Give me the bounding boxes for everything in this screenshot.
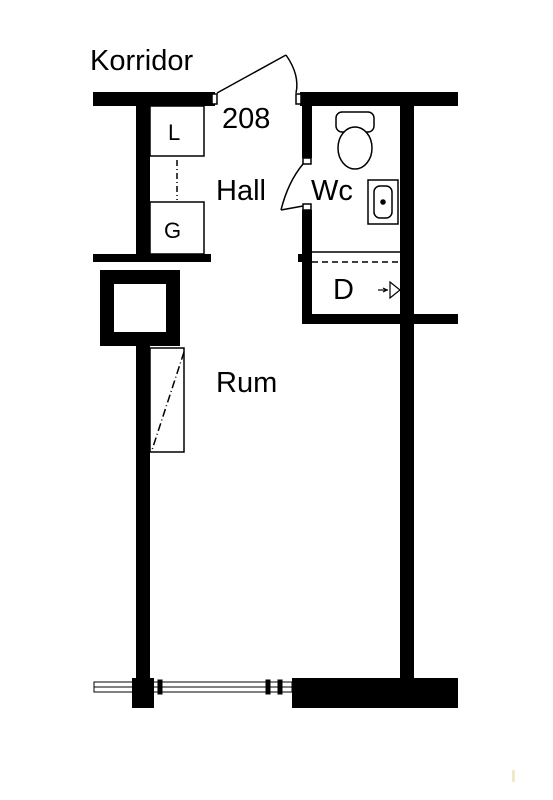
wardrobe-l-label: L: [168, 120, 180, 145]
hall-room-wall: [93, 254, 211, 262]
entrance-door: [211, 54, 302, 105]
shaft: [100, 270, 180, 346]
wc-closet-divider: [312, 251, 400, 263]
walls: [93, 92, 458, 708]
closet-vent: [378, 280, 401, 300]
room-label: Rum: [216, 367, 277, 399]
right-wall-stub: [414, 314, 458, 324]
wc-left-wall: [302, 106, 312, 158]
wardrobes: [149, 105, 205, 255]
closet-d-label: D: [333, 274, 354, 306]
corridor-label: Korridor: [90, 45, 193, 77]
wardrobe-l-box: [149, 105, 205, 157]
toilet: [335, 111, 375, 170]
sink: [367, 179, 399, 225]
wc-bottom-wall: [302, 314, 400, 324]
hall-label: Hall: [216, 175, 266, 207]
window: [93, 679, 293, 695]
right-wall: [400, 106, 414, 680]
wardrobe-g-label: G: [164, 218, 181, 243]
closet-left-stub: [298, 254, 304, 262]
top-wall-left: [93, 92, 215, 106]
wc-left-wall-lower: [302, 210, 312, 322]
wardrobe-g-box: [149, 201, 205, 255]
corner-mark: [512, 770, 515, 782]
room-number-label: 208: [222, 103, 270, 135]
left-hall-wall: [136, 106, 150, 256]
room-wardrobe: [149, 347, 185, 453]
wc-door: [280, 157, 312, 211]
bottom-left-post: [132, 678, 154, 708]
wc-label: Wc: [311, 175, 353, 207]
top-wall-right: [300, 92, 458, 106]
bottom-wall-block: [292, 678, 458, 708]
left-wall-lower: [136, 346, 150, 708]
